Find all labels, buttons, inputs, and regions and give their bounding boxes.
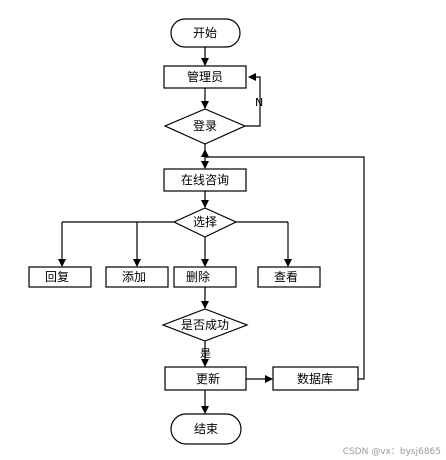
reply-label: 回复: [45, 270, 69, 284]
node-success: 是否成功: [161, 308, 249, 342]
node-add: 添加: [105, 266, 169, 288]
node-choose: 选择: [172, 207, 238, 238]
success-yes-label: 是: [200, 347, 211, 360]
end-label: 结束: [194, 422, 218, 436]
update-label: 更新: [196, 371, 220, 386]
admin-label: 管理员: [187, 69, 223, 84]
flow-edges: [58, 47, 365, 414]
end-terminal: [170, 413, 242, 445]
choose-decision: [172, 207, 238, 238]
admin-box: [163, 65, 247, 89]
reply-box: [28, 266, 92, 288]
node-online-consult: 在线咨询: [163, 168, 247, 192]
edge-database-loop: [201, 149, 365, 380]
delete-box: [173, 266, 237, 288]
success-decision: [161, 308, 249, 342]
database-box: [272, 366, 359, 391]
start-terminal: [170, 18, 241, 48]
update-box: [164, 366, 247, 391]
consult-box: [163, 168, 247, 192]
success-label: 是否成功: [181, 318, 229, 332]
node-delete: 删除: [173, 266, 237, 288]
view-box: [257, 266, 321, 288]
view-label: 查看: [274, 270, 298, 284]
login-decision: [163, 108, 247, 145]
node-admin: 管理员: [163, 65, 247, 89]
node-update: 更新: [164, 366, 247, 391]
add-box: [105, 266, 169, 288]
choose-label: 选择: [193, 215, 217, 229]
node-login: 登录: [163, 108, 247, 145]
node-view: 查看: [257, 266, 321, 288]
watermark: CSDN @vx：bysj6865: [343, 447, 441, 457]
login-label: 登录: [193, 118, 217, 133]
node-database: 数据库: [272, 366, 359, 391]
node-end: 结束: [170, 413, 242, 445]
delete-label: 删除: [186, 269, 210, 284]
edge-login-no-loop: [245, 73, 261, 127]
login-no-label: N: [255, 96, 263, 109]
start-label: 开始: [193, 26, 217, 40]
add-label: 添加: [122, 270, 146, 284]
node-reply: 回复: [28, 266, 92, 288]
consult-label: 在线咨询: [181, 172, 229, 187]
database-label: 数据库: [297, 371, 333, 386]
node-start: 开始: [170, 18, 241, 48]
